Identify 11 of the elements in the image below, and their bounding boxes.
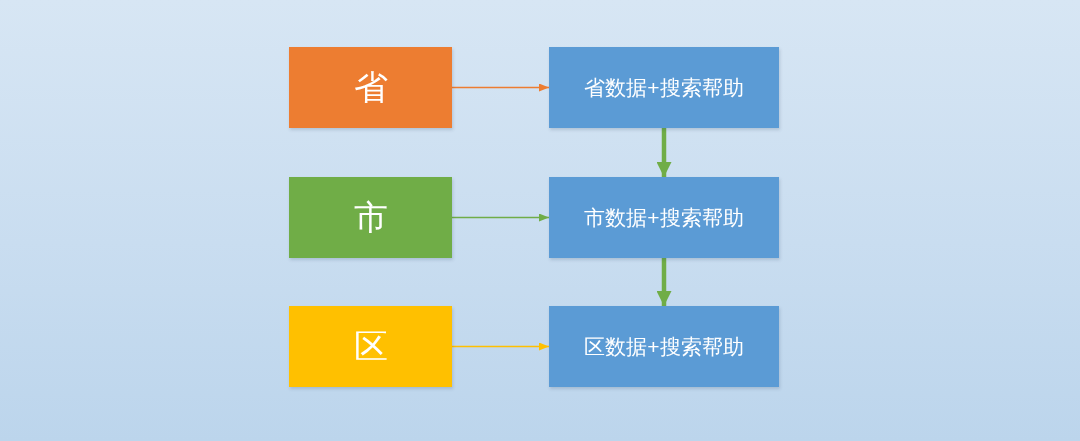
arrow bbox=[656, 258, 672, 306]
process-box: 市数据+搜索帮助 bbox=[549, 177, 779, 258]
level-box: 省 bbox=[289, 47, 452, 128]
arrow bbox=[451, 213, 550, 222]
arrow bbox=[451, 342, 550, 351]
level-box: 市 bbox=[289, 177, 452, 258]
arrow bbox=[451, 83, 550, 92]
process-box: 区数据+搜索帮助 bbox=[549, 306, 779, 387]
process-box: 省数据+搜索帮助 bbox=[549, 47, 779, 128]
level-box: 区 bbox=[289, 306, 452, 387]
arrow bbox=[656, 128, 672, 177]
